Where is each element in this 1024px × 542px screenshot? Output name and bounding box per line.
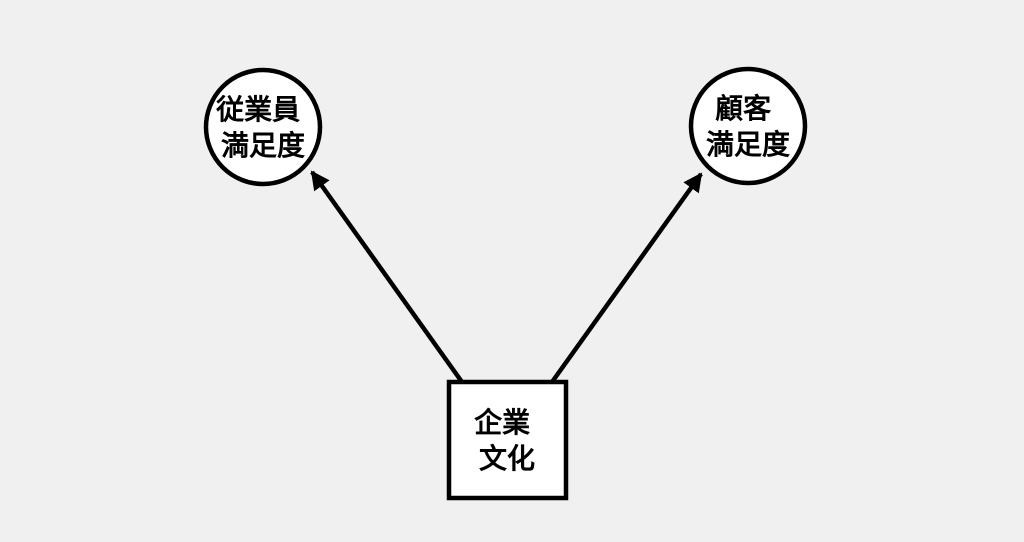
node-corporate-culture: 企業 文化 — [446, 379, 569, 501]
employee-satisfaction-circle — [203, 67, 323, 187]
corporate-culture-label: 企業 文化 — [474, 406, 540, 475]
node-customer-satisfaction: 顧客 満足度 — [688, 66, 808, 186]
corporate-culture-box — [446, 379, 569, 501]
customer-satisfaction-circle — [688, 66, 808, 186]
arrow-culture-to-customer-satisfaction — [550, 172, 703, 384]
arrow-culture-to-employee-satisfaction — [310, 170, 464, 384]
customer-satisfaction-label: 顧客 満足度 — [706, 92, 790, 161]
employee-satisfaction-label: 従業員 満足度 — [215, 93, 310, 162]
node-employee-satisfaction: 従業員 満足度 — [203, 67, 323, 187]
